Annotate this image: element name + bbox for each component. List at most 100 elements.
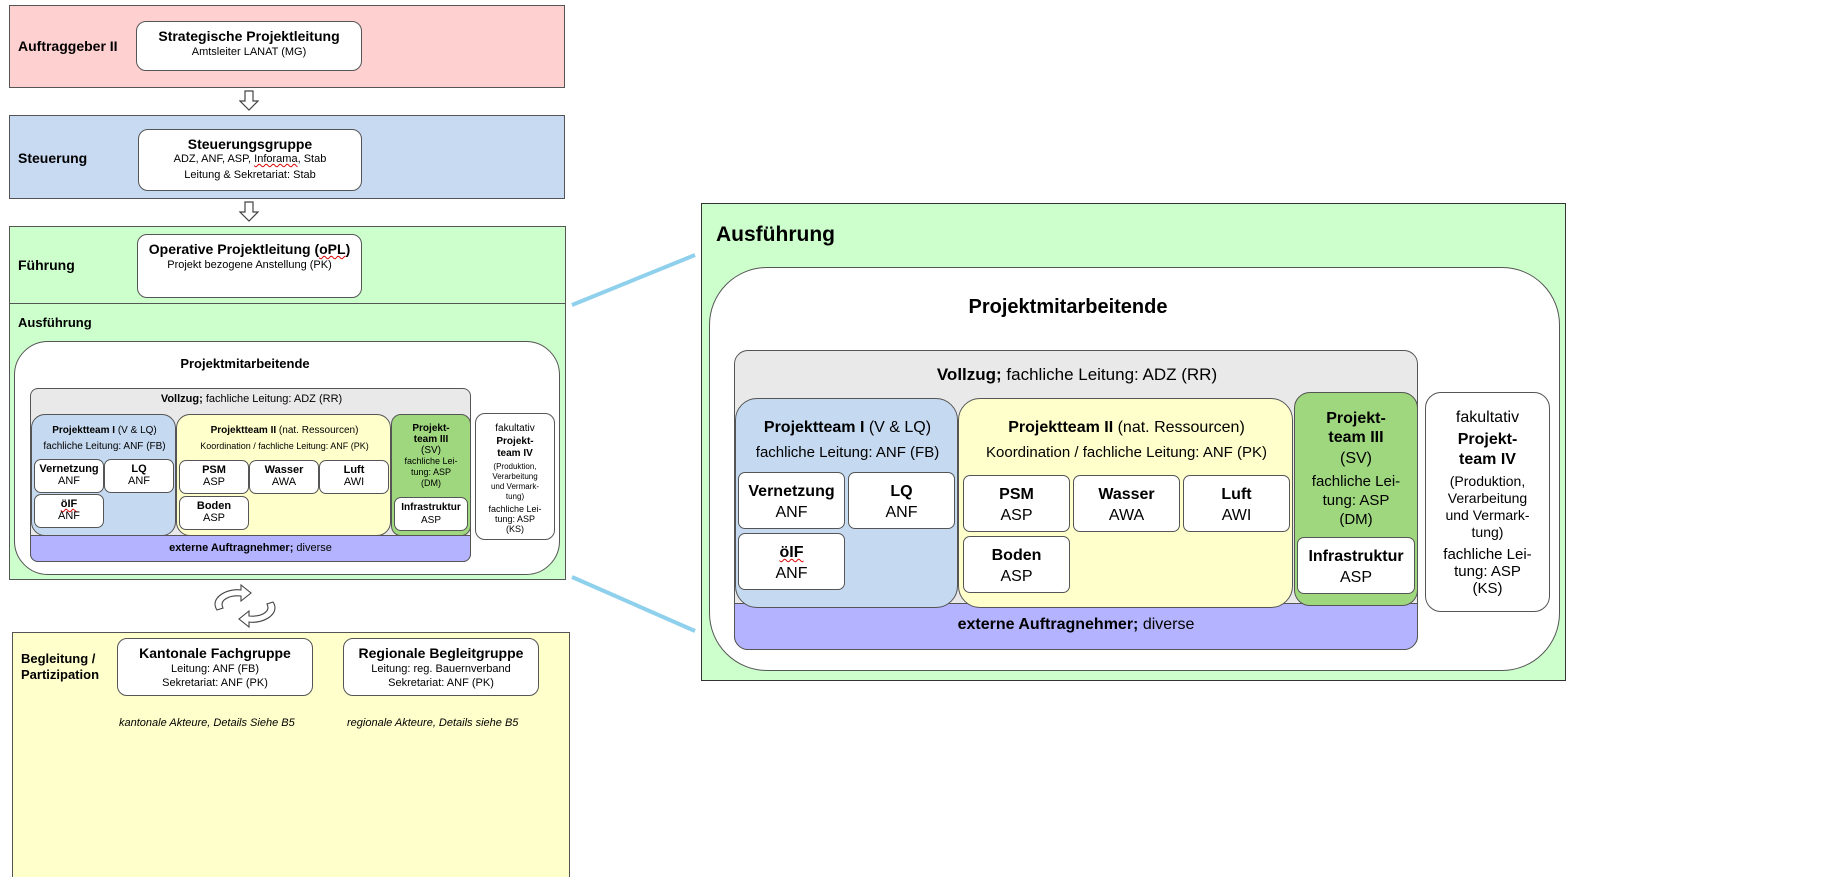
cell-org: ANF: [885, 504, 918, 521]
cell-lq: LQ ANF: [848, 472, 955, 529]
team-subtitle: Koordination / fachliche Leitung: ANF (P…: [986, 444, 1267, 461]
box-line: Projekt bezogene Anstellung (PK): [167, 259, 332, 271]
connector-line-top: [571, 253, 696, 307]
vollzug-rest: fachliche Leitung: ADZ (RR): [202, 393, 343, 405]
extern-bold: externe Auftragnehmer;: [169, 542, 294, 554]
team-lead-l1: fachliche Lei-: [1311, 473, 1401, 490]
extern-rest: diverse: [293, 542, 332, 554]
vollzug-box: Vollzug; fachliche Leitung: ADZ (RR) ext…: [30, 388, 471, 562]
box-line: Amtsleiter LANAT (MG): [191, 46, 307, 58]
team-lead-l3: (KS): [506, 524, 524, 534]
vollzug-box: Vollzug; fachliche Leitung: ADZ (RR) ext…: [734, 350, 1418, 650]
team-title: Projektteam I (V & LQ): [32, 425, 177, 436]
team-lead-l3: (DM): [421, 478, 441, 488]
band-label-begleitung: Begleitung / Partizipation: [21, 651, 99, 683]
team-title: Projektteam I (V & LQ): [736, 419, 959, 437]
team-title: Projekt-team IV: [476, 436, 554, 460]
externe-auftragnehmer-box: externe Auftragnehmer; diverse: [30, 535, 471, 562]
kantonale-fachgruppe-box: Kantonale Fachgruppe Leitung: ANF (FB) S…: [117, 638, 313, 696]
team-desc-l3: und Vermark-: [1445, 507, 1530, 523]
spellcheck-flagged-word: oPL: [319, 241, 346, 257]
team-title-l1: Projekt-: [1326, 410, 1386, 427]
team-lead: fachliche Lei-tung: ASP(KS): [1426, 546, 1549, 597]
box-title-part: Operative Projektleitung (: [148, 241, 320, 257]
box-line-part: ADZ, ANF, ASP,: [173, 153, 255, 165]
team-lead-l2: tung: ASP: [410, 467, 452, 477]
box-title: Steuerungsgruppe: [187, 136, 313, 152]
band-label-steuerung: Steuerung: [18, 150, 88, 166]
operative-projektleitung-box: Operative Projektleitung (oPL) Projekt b…: [137, 234, 362, 298]
cell-name: LQ: [131, 463, 147, 475]
externe-auftragnehmer-box: externe Auftragnehmer; diverse: [734, 603, 1418, 650]
band-label-line: Begleitung /: [21, 651, 96, 666]
regionale-begleitgruppe-box: Regionale Begleitgruppe Leitung: reg. Ba…: [343, 638, 539, 696]
team-subtitle: fachliche Leitung: ANF (FB): [43, 441, 166, 452]
team-lead-l2: tung: ASP: [494, 514, 536, 524]
cell-org: AWI: [1221, 507, 1252, 524]
steuerungsgruppe-box: Steuerungsgruppe ADZ, ANF, ASP, Inforama…: [138, 129, 362, 191]
team-title: Projekt-team III: [1295, 409, 1417, 447]
team-desc-l2: Verarbeitung: [1447, 490, 1528, 506]
cell-org: AWA: [271, 476, 297, 488]
vollzug-bold: Vollzug;: [160, 393, 203, 405]
team-desc-l1: (Produktion,: [493, 462, 537, 471]
team-title-rest: (nat. Ressourcen): [276, 425, 359, 436]
vollzug-rest: fachliche Leitung: ADZ (RR): [1001, 365, 1218, 384]
team-title: Projektteam II (nat. Ressourcen): [177, 425, 392, 436]
extern-bold: externe Auftragnehmer;: [957, 616, 1139, 633]
team-title-rest: (nat. Ressourcen): [1113, 419, 1245, 436]
box-line: Leitung: ANF (FB): [170, 663, 260, 675]
projektteam-3-box: Projekt-team III (SV) fachliche Lei-tung…: [391, 414, 471, 536]
projektteam-2-box: Projektteam II (nat. Ressourcen) Koordin…: [958, 398, 1293, 608]
band-begleitung: Begleitung / Partizipation Kantonale Fac…: [12, 632, 570, 877]
extern-rest: diverse: [1138, 616, 1195, 633]
cell-org: ANF: [775, 504, 808, 521]
cell-name: Boden: [991, 547, 1042, 564]
cell-name: Wasser: [1098, 486, 1155, 503]
team-desc-l3: und Vermark-: [490, 482, 540, 491]
cell-name: Infrastruktur: [401, 502, 461, 513]
projektmitarbeitende-title: Projektmitarbeitende: [180, 356, 310, 371]
band-fuehrung: Führung Operative Projektleitung (oPL) P…: [9, 226, 566, 580]
cell-name: Infrastruktur: [1308, 548, 1404, 565]
cell-org: AWA: [1108, 507, 1145, 524]
box-line: Sekretariat: ANF (PK): [388, 677, 494, 689]
cycle-arrows-icon: [214, 584, 276, 628]
projektteam-2-box: Projektteam II (nat. Ressourcen) Koordin…: [176, 414, 391, 536]
cell-name: LQ: [890, 483, 913, 500]
team-desc-l4: tung): [1471, 524, 1504, 540]
vollzug-label: Vollzug; fachliche Leitung: ADZ (RR): [31, 393, 472, 405]
projektteam-4-box: fakultativ Projekt-team IV (Produktion,V…: [1425, 392, 1550, 612]
band-label-line: Partizipation: [21, 667, 100, 682]
cell-name: Vernetzung: [39, 463, 99, 475]
team-abbr: (SV): [1340, 450, 1372, 467]
cell-org: AWI: [343, 476, 365, 488]
team-title-l1: Projekt-: [1457, 431, 1518, 448]
cell-org: ASP: [1000, 507, 1033, 524]
projektteam-3-box: Projekt-team III (SV) fachliche Lei-tung…: [1294, 392, 1418, 606]
team-lead-l1: fachliche Lei-: [404, 456, 458, 466]
band-auftraggeber: Auftraggeber II Strategische Projektleit…: [9, 5, 565, 88]
projektteam-4-box: fakultativ Projekt-team IV (Produktion,V…: [475, 413, 555, 540]
cell-name: öIF: [739, 542, 844, 563]
team-title-l2: team IV: [497, 448, 533, 459]
team-title-l1: Projekt-: [412, 423, 450, 434]
team-lead: fachliche Lei-tung: ASP(DM): [1295, 472, 1417, 529]
band-steuerung: Steuerung Steuerungsgruppe ADZ, ANF, ASP…: [9, 115, 565, 199]
cell-org: ANF: [58, 475, 80, 487]
cell-name: Luft: [343, 464, 365, 476]
team-abbr: (SV): [421, 445, 441, 456]
team-pre: fakultativ: [495, 423, 535, 434]
